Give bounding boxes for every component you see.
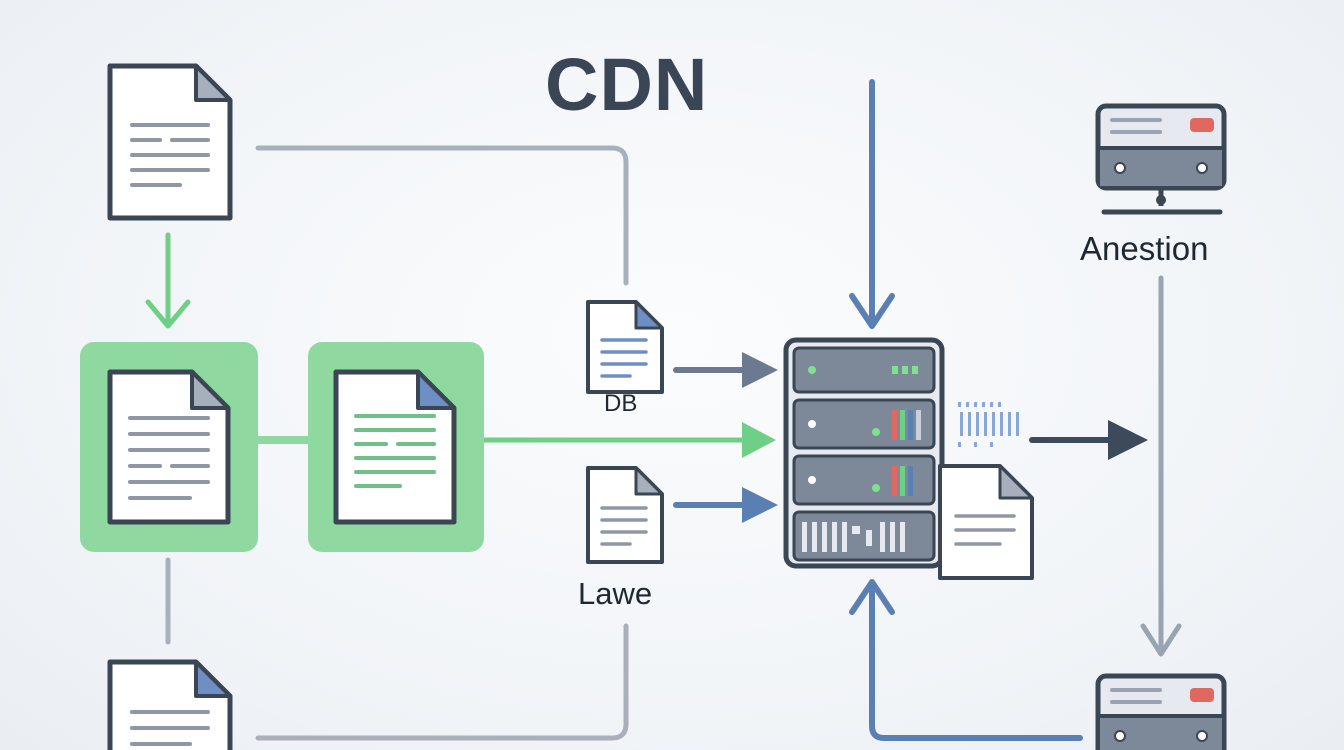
db-document-icon <box>586 300 664 394</box>
data-stream-bits <box>958 402 1019 447</box>
lawe-label: Lawe <box>578 576 653 611</box>
anestion-label: Anestion <box>1080 230 1209 267</box>
green-arrows <box>145 232 776 458</box>
monitor-server-icon-bottom-right <box>1095 673 1227 750</box>
document-icon-top-left <box>107 63 233 221</box>
green-document-card-1 <box>80 342 258 552</box>
blue-arrows <box>673 79 1148 741</box>
arrow-down-to-green-doc <box>145 232 191 329</box>
document-icon-bottom-left <box>107 659 233 750</box>
lawe-document-icon <box>586 466 664 564</box>
server-rack-icon <box>783 337 945 569</box>
arrow-lawe-to-server <box>673 487 778 523</box>
connector-top <box>255 145 629 286</box>
connector-lines <box>165 145 629 741</box>
arrow-server-out-right <box>1029 420 1148 460</box>
arrow-top-down-to-server <box>849 79 895 329</box>
arrow-db-to-server <box>673 352 778 388</box>
arrow-bottom-up-to-server <box>849 579 1083 741</box>
connector-bottom <box>255 623 629 741</box>
monitor-server-icon-top-right <box>1095 103 1227 215</box>
green-document-card-2 <box>308 342 484 552</box>
arrow-green-to-server <box>481 422 776 458</box>
document-icon-server-overlay <box>938 464 1034 580</box>
diagram-title: CDN <box>545 43 709 126</box>
db-label: DB <box>604 390 638 417</box>
arrow-anestion-down <box>1140 275 1182 657</box>
